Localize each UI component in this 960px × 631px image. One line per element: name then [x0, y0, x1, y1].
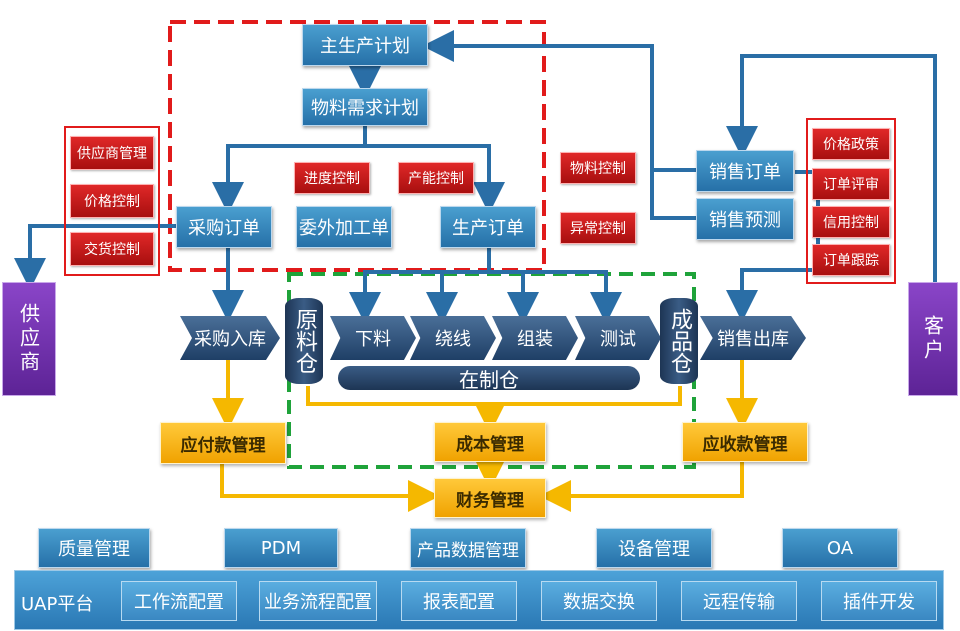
- exception-control[interactable]: 异常控制: [560, 212, 636, 244]
- sales-order[interactable]: 销售订单: [696, 150, 794, 192]
- material-control[interactable]: 物料控制: [560, 152, 636, 184]
- supplier-party[interactable]: 供应商: [2, 282, 56, 396]
- uap-platform-bar: UAP平台 工作流配置 业务流程配置 报表配置 数据交换 远程传输 插件开发: [14, 570, 944, 630]
- customer-party[interactable]: 客户: [908, 282, 958, 396]
- module-equipment[interactable]: 设备管理: [596, 528, 712, 568]
- arrow-production-to-steps: [349, 248, 491, 324]
- uap-workflow-config[interactable]: 工作流配置: [121, 581, 237, 621]
- step-cutting[interactable]: 下料: [330, 316, 416, 360]
- step-winding[interactable]: 绕线: [410, 316, 496, 360]
- module-product-data[interactable]: 产品数据管理: [410, 528, 526, 568]
- customer-controls-panel: [806, 118, 896, 284]
- arrow-sales-to-main: [422, 30, 696, 172]
- uap-data-exchange[interactable]: 数据交换: [541, 581, 657, 621]
- capacity-control[interactable]: 产能控制: [398, 162, 474, 194]
- delivery-control[interactable]: 交货控制: [70, 232, 154, 266]
- supplier-management[interactable]: 供应商管理: [70, 136, 154, 170]
- financial-management[interactable]: 财务管理: [434, 478, 546, 518]
- main-production-plan[interactable]: 主生产计划: [302, 24, 428, 66]
- arrow-customer-to-sales-order: [726, 54, 937, 282]
- step-assembly[interactable]: 组装: [492, 316, 578, 360]
- production-order[interactable]: 生产订单: [440, 206, 536, 248]
- outsource-order[interactable]: 委外加工单: [296, 206, 392, 248]
- uap-platform-label: UAP平台: [21, 594, 94, 615]
- accounts-receivable[interactable]: 应收款管理: [682, 422, 808, 462]
- arrow-payable-to-finance: [220, 462, 440, 512]
- order-tracking[interactable]: 订单跟踪: [812, 244, 890, 276]
- step-testing[interactable]: 测试: [575, 316, 661, 360]
- module-quality[interactable]: 质量管理: [38, 528, 150, 568]
- arrow-mrp-to-orders: [212, 126, 367, 214]
- module-pdm[interactable]: PDM: [224, 528, 338, 568]
- accounts-payable[interactable]: 应付款管理: [160, 422, 286, 464]
- planning-region: [168, 20, 546, 272]
- uap-plugin-dev[interactable]: 插件开发: [821, 581, 937, 621]
- progress-control[interactable]: 进度控制: [294, 162, 370, 194]
- price-policy[interactable]: 价格政策: [812, 128, 890, 160]
- cost-management[interactable]: 成本管理: [434, 422, 546, 462]
- purchase-order[interactable]: 采购订单: [176, 206, 272, 248]
- supplier-controls-panel: [64, 126, 160, 276]
- order-review[interactable]: 订单评审: [812, 168, 890, 200]
- uap-report-config[interactable]: 报表配置: [401, 581, 517, 621]
- purchase-in-step[interactable]: 采购入库: [180, 316, 280, 360]
- arrow-receivable-to-finance: [539, 462, 744, 512]
- arrow-mrp-to-production: [365, 144, 505, 214]
- finished-goods-warehouse[interactable]: 成品仓: [660, 298, 698, 384]
- credit-control[interactable]: 信用控制: [812, 206, 890, 238]
- wip-warehouse[interactable]: 在制仓: [338, 366, 640, 392]
- raw-material-warehouse[interactable]: 原料仓: [285, 298, 323, 384]
- module-oa[interactable]: OA: [782, 528, 898, 568]
- uap-business-process-config[interactable]: 业务流程配置: [259, 581, 377, 621]
- sales-forecast[interactable]: 销售预测: [696, 198, 794, 240]
- arrow-purchase-to-supplier: [14, 224, 176, 290]
- price-control[interactable]: 价格控制: [70, 184, 154, 218]
- material-requirement-plan[interactable]: 物料需求计划: [302, 88, 428, 126]
- sales-out-step[interactable]: 销售出库: [700, 316, 806, 360]
- uap-remote-transfer[interactable]: 远程传输: [681, 581, 797, 621]
